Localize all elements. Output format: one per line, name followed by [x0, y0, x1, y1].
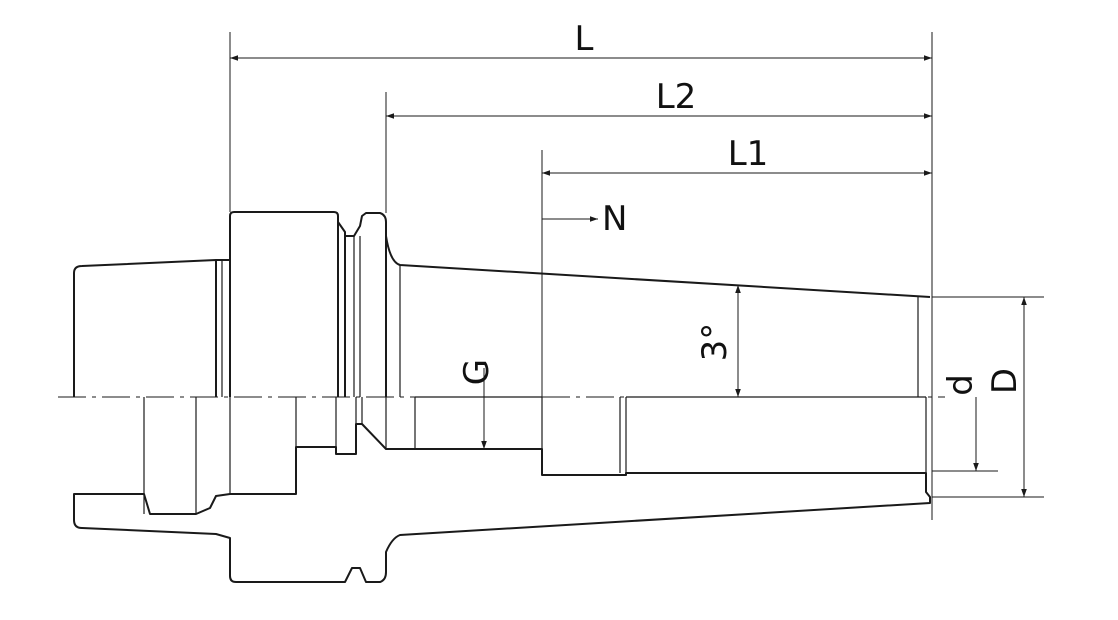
- dimensions: [229, 32, 1044, 520]
- label-angle: 3°: [695, 323, 735, 362]
- section-view: [73, 396, 931, 583]
- label-L1: L1: [728, 134, 769, 174]
- label-L: L: [575, 19, 594, 59]
- label-d: d: [941, 374, 981, 396]
- label-L2: L2: [656, 77, 697, 117]
- upper-outline: [73, 211, 931, 397]
- label-D: D: [985, 368, 1025, 394]
- label-G: G: [457, 359, 497, 385]
- label-N: N: [602, 199, 627, 239]
- labels: L L2 L1 N G 3° d D: [457, 19, 1025, 396]
